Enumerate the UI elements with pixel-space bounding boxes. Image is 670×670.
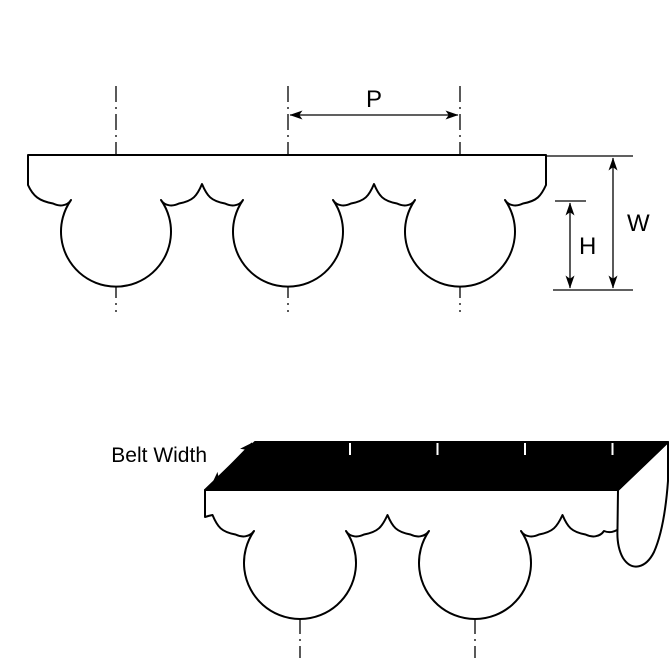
pitch-dimension: P — [289, 86, 459, 120]
pitch-label: P — [366, 86, 382, 113]
width-dimension: W — [546, 155, 650, 291]
belt-width-label: Belt Width — [111, 444, 207, 467]
belt-width-annotation: Belt Width — [111, 442, 253, 485]
belt-3d-front-profile — [204, 489, 619, 620]
belt-cross-section-profile — [27, 154, 547, 288]
belt-width-arrow — [211, 442, 253, 485]
height-dimension: H — [555, 200, 596, 289]
height-label: H — [579, 233, 596, 260]
width-label: W — [627, 210, 650, 237]
top-face-back-edge-ticks — [349, 443, 614, 455]
belt-3d-end-face — [616, 441, 669, 568]
